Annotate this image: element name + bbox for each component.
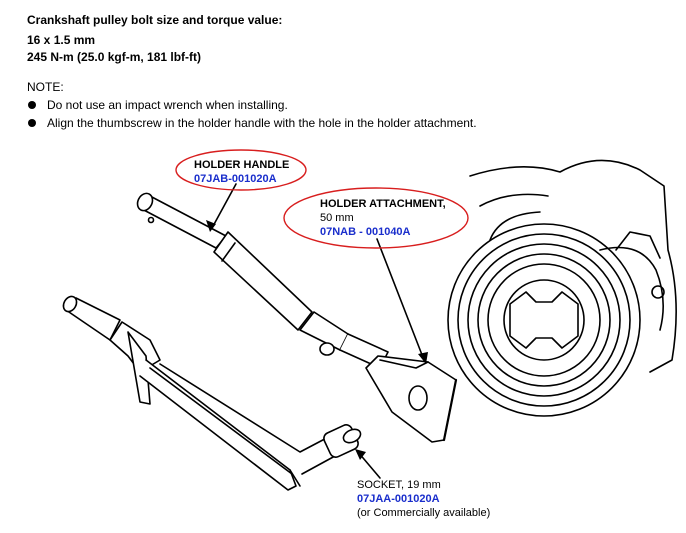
socket-part-number: 07JAA-001020A: [357, 493, 440, 505]
note-item: Align the thumbscrew in the holder handl…: [27, 115, 477, 133]
highlight-ellipses: [175, 149, 469, 249]
holder-attachment-size: 50 mm: [320, 212, 354, 224]
note-text: Align the thumbscrew in the holder handl…: [47, 116, 477, 130]
holder-handle-highlight: [175, 149, 307, 191]
holder-handle-drawing: [136, 192, 389, 369]
holder-handle-part-number: 07JAB-001020A: [194, 173, 277, 185]
note-list: Do not use an impact wrench when install…: [27, 97, 477, 133]
torque-value: 245 N-m (25.0 kgf-m, 181 lbf-ft): [27, 50, 202, 64]
note-text: Do not use an impact wrench when install…: [47, 98, 288, 112]
bullet-icon: [28, 101, 36, 109]
holder-handle-label: HOLDER HANDLE: [194, 159, 290, 171]
holder-attachment-highlight: [283, 187, 469, 249]
spec-title: Crankshaft pulley bolt size and torque v…: [27, 13, 283, 27]
holder-attachment-drawing: [365, 355, 458, 443]
leader-arrowheads: [206, 220, 428, 460]
holder-attachment-label: HOLDER ATTACHMENT,: [320, 198, 446, 210]
socket-label: SOCKET, 19 mm: [357, 479, 441, 491]
holder-attachment-part-number: 07NAB - 001040A: [320, 226, 411, 238]
bullet-icon: [28, 119, 36, 127]
socket-tool-drawing: [62, 295, 362, 491]
note-item: Do not use an impact wrench when install…: [27, 97, 477, 115]
note-heading: NOTE:: [27, 80, 64, 94]
crankshaft-pulley-drawing: [447, 159, 677, 417]
socket-note: (or Commercially available): [357, 507, 491, 519]
bolt-size: 16 x 1.5 mm: [27, 33, 96, 47]
